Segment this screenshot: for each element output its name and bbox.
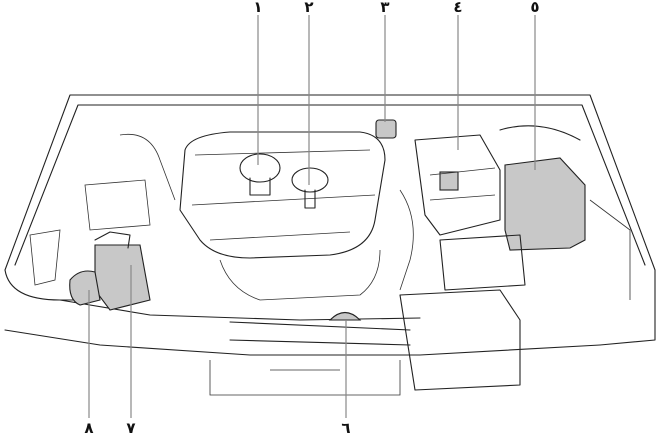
callout-1: ١ [253, 0, 262, 16]
oil-dipstick [291, 167, 329, 209]
engine-cover [179, 131, 386, 259]
radiator-cap [229, 311, 411, 346]
misc-components [29, 133, 631, 301]
callout-4: ٤ [453, 0, 462, 16]
callout-3: ٣ [380, 0, 389, 16]
coolant-reservoir [69, 270, 101, 306]
air-intake [399, 234, 526, 391]
hood-frame [4, 94, 656, 396]
callout-7: ٧ [126, 419, 135, 436]
oil-filler-cap [239, 153, 281, 196]
brake-fluid-reservoir [375, 119, 397, 139]
callout-8: ٨ [84, 419, 93, 436]
battery [499, 125, 586, 251]
callout-6: ٦ [341, 419, 350, 436]
fuse-box [414, 134, 501, 236]
callout-2: ٢ [304, 0, 313, 16]
callout-5: ٥ [530, 0, 539, 16]
washer-fluid-reservoir [94, 231, 151, 311]
